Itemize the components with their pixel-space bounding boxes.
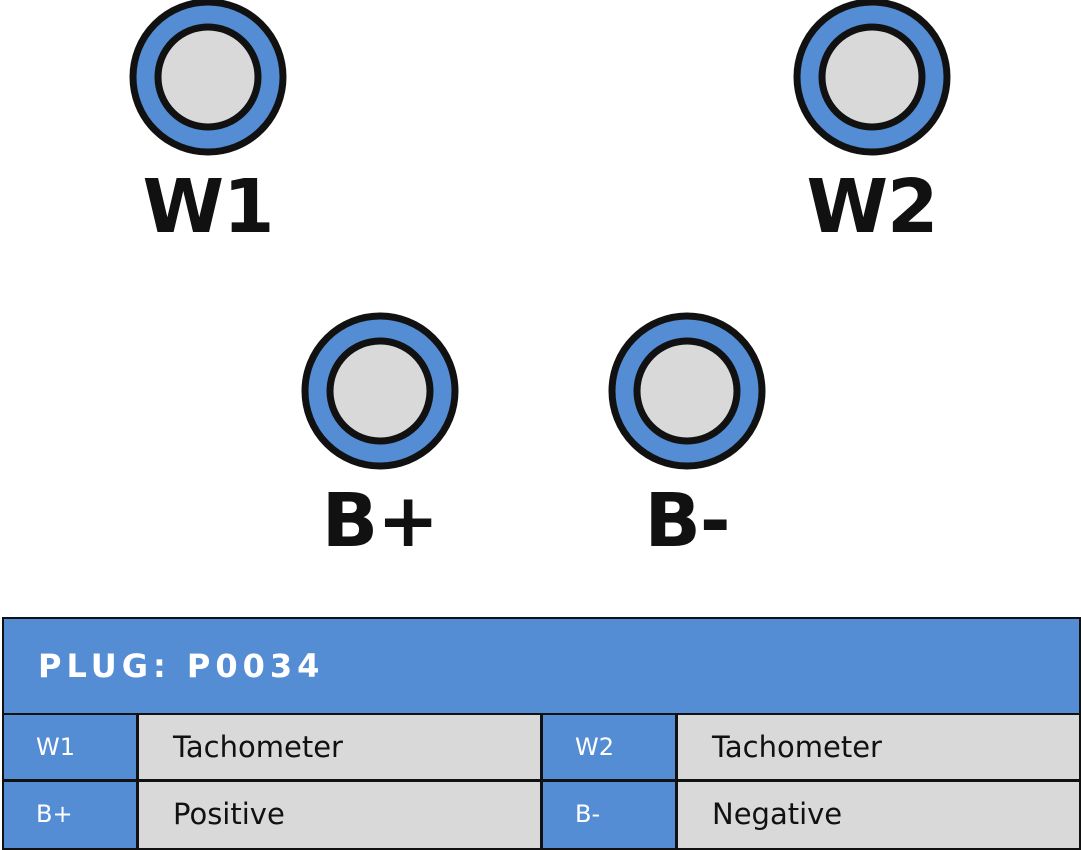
pin-terminal-w2 <box>793 0 951 156</box>
pinout-legend-table: PLUG: P0034 W1 Tachometer W2 Tachometer … <box>2 617 1081 850</box>
legend-desc-cell-w2: Tachometer <box>678 715 1079 779</box>
legend-desc-cell-w1: Tachometer <box>139 715 540 779</box>
legend-title: PLUG: P0034 <box>4 619 1079 713</box>
connector-diagram: W1 W2 B+ B- <box>129 0 951 564</box>
legend-pin-cell-w2: W2 <box>543 715 675 779</box>
pin-terminal-b-minus <box>608 312 766 470</box>
legend-desc-cell-b-plus: Positive <box>139 782 540 848</box>
pin-terminal-w1 <box>129 0 287 156</box>
connector-face <box>129 0 951 470</box>
legend-pin-cell-b-minus: B- <box>543 782 675 848</box>
pin-terminal-b-plus <box>301 312 459 470</box>
pin-label-w2: W2 <box>806 164 938 250</box>
pin-label-b-plus: B+ <box>321 478 439 564</box>
legend-pin-cell-b-plus: B+ <box>4 782 136 848</box>
pin-label-b-minus: B- <box>644 478 730 564</box>
legend-desc-cell-b-minus: Negative <box>678 782 1079 848</box>
legend-pin-cell-w1: W1 <box>4 715 136 779</box>
pin-label-w1: W1 <box>142 164 274 250</box>
